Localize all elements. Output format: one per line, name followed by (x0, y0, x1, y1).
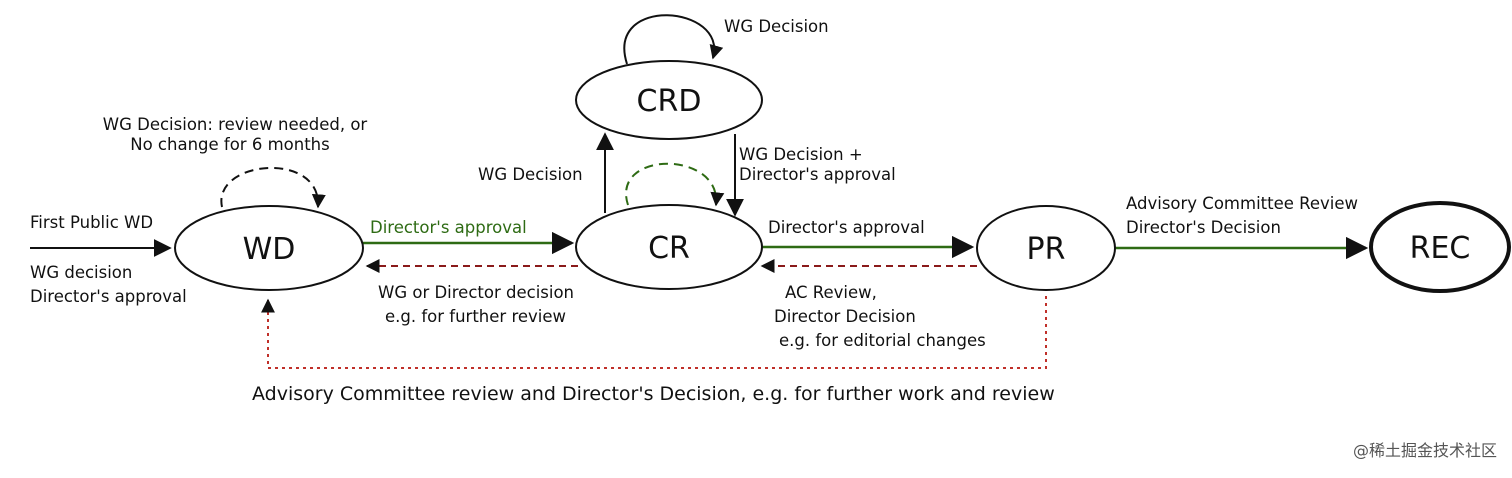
edge-wd-self-loop (220, 166, 326, 209)
edge-crd-self-loop (623, 14, 724, 65)
edge-pr-to-wd (261, 296, 1047, 369)
label-pr-to-wd: Advisory Committee review and Director's… (252, 383, 1055, 405)
label-cr-to-wd-line1: WG or Director decision (378, 283, 574, 302)
node-pr: PR (976, 205, 1116, 291)
label-cr-to-wd-line2: e.g. for further review (385, 307, 566, 326)
label-wg-decision-lower: WG decision (30, 263, 132, 282)
node-pr-label: PR (1027, 232, 1066, 267)
label-wd-loop-line1: WG Decision: review needed, or (103, 115, 368, 134)
label-pr-to-cr-line1: AC Review, (785, 283, 877, 302)
label-wd-loop-line2: No change for 6 months (130, 135, 329, 154)
label-first-public-wd: First Public WD (30, 213, 153, 232)
node-wd-label: WD (243, 232, 296, 267)
node-wd: WD (174, 205, 364, 291)
label-wd-to-cr: Director's approval (370, 218, 527, 237)
label-cr-to-pr: Director's approval (768, 218, 925, 237)
label-crd-loop: WG Decision (724, 17, 829, 36)
node-crd: CRD (575, 60, 763, 140)
label-crd-to-cr-line1: WG Decision + (739, 145, 863, 164)
node-crd-label: CRD (637, 84, 702, 119)
label-pr-to-rec-line1: Advisory Committee Review (1126, 194, 1358, 213)
node-rec: REC (1369, 201, 1511, 293)
node-cr: CR (575, 204, 763, 290)
watermark-text: @稀土掘金技术社区 (1353, 441, 1497, 460)
label-directors-approval-in: Director's approval (30, 287, 187, 306)
label-cr-to-crd: WG Decision (478, 165, 583, 184)
label-pr-to-rec-line2: Director's Decision (1126, 218, 1281, 237)
label-pr-to-cr-line3: e.g. for editorial changes (779, 331, 986, 350)
node-cr-label: CR (648, 231, 690, 266)
edge-cr-self-loop (625, 162, 725, 207)
node-rec-label: REC (1410, 231, 1471, 266)
label-crd-to-cr-line2: Director's approval (739, 165, 896, 184)
label-pr-to-cr-line2: Director Decision (774, 307, 916, 326)
